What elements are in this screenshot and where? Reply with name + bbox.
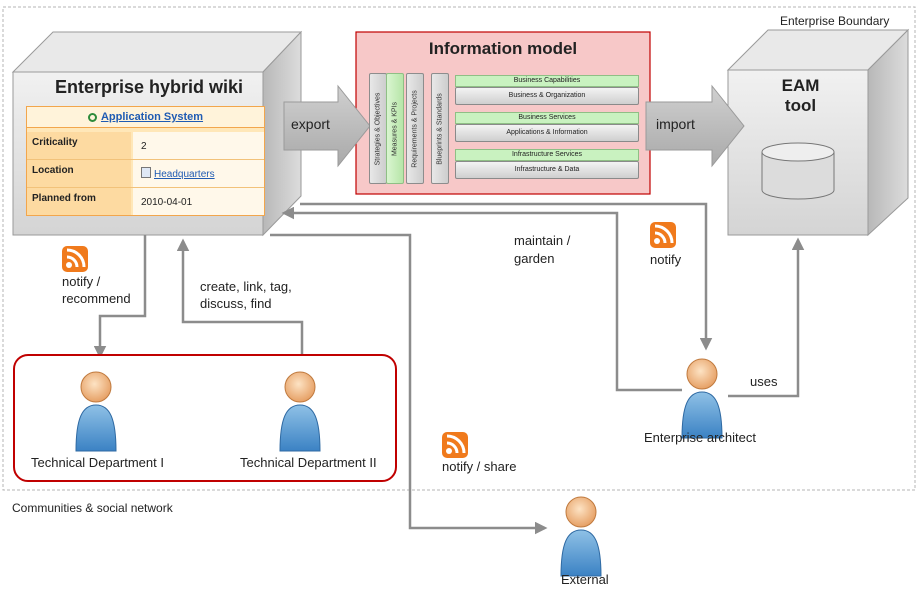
eam-title-line: tool <box>784 96 817 115</box>
wiki-header-label[interactable]: Application System <box>100 111 204 123</box>
enterprise-boundary <box>2 6 916 491</box>
model-column: Blueprints & Standards <box>431 73 449 184</box>
export-arrow <box>283 84 371 168</box>
maintain-label: maintain / <box>514 233 571 248</box>
external-label: External <box>561 572 609 587</box>
person-icon <box>560 496 602 577</box>
wiki-row: Location Headquarters <box>27 160 264 188</box>
wiki-row-value-link[interactable]: Headquarters <box>133 160 264 187</box>
export-label: export <box>291 116 330 132</box>
wiki-row-key: Location <box>27 160 131 187</box>
import-arrow <box>645 84 745 168</box>
wiki-row-key: Criticality <box>27 132 131 159</box>
model-layer-header: Business Services <box>455 112 639 124</box>
model-layer-body: Infrastructure & Data <box>455 161 639 179</box>
person-icon <box>681 358 723 439</box>
wiki-row-value: 2010-04-01 <box>133 188 264 215</box>
wiki-panel: Application System Criticality 2 Locatio… <box>26 106 265 216</box>
location-icon <box>141 167 151 178</box>
recommend-label: recommend <box>62 291 131 306</box>
eam-tool-title: EAM tool <box>733 76 868 116</box>
rss-icon <box>62 246 88 272</box>
maintain-garden-arrow <box>281 206 682 392</box>
garden-label: garden <box>514 251 555 266</box>
eam-title-line: EAM <box>781 76 820 95</box>
architect-notify-arrow <box>300 202 713 351</box>
database-icon <box>761 142 835 200</box>
model-column-label: Blueprints & Standards <box>436 92 444 165</box>
rss-icon <box>442 432 468 458</box>
create-label: create, link, tag, <box>200 279 292 294</box>
notify-recommend-arrow <box>93 235 147 359</box>
rss-icon <box>650 222 676 248</box>
wiki-location-value[interactable]: Headquarters <box>154 169 215 180</box>
communities-label: Communities & social network <box>12 501 173 515</box>
information-model-title: Information model <box>428 39 578 58</box>
person-icon <box>75 371 117 452</box>
model-layer-body: Business & Organization <box>455 87 639 105</box>
model-column: Measures & KPIs <box>386 73 404 184</box>
model-column-label: Measures & KPIs <box>391 101 399 156</box>
discuss-label: discuss, find <box>200 296 272 311</box>
dept2-label: Technical Department II <box>240 455 377 470</box>
notify-label: notify <box>650 252 682 267</box>
model-layer-header: Infrastructure Services <box>455 149 639 161</box>
model-layer-header: Business Capabilities <box>455 75 639 87</box>
model-layer-body: Applications & Information <box>455 124 639 142</box>
notify-recommend-label: notify / <box>62 274 101 289</box>
eam-box <box>726 28 910 237</box>
search-icon <box>87 113 97 122</box>
notify-share-label: notify / share <box>442 459 517 474</box>
model-column-label: Strategies & Objectives <box>374 92 382 165</box>
wiki-row-value: 2 <box>133 132 264 159</box>
uses-label: uses <box>750 374 778 389</box>
person-icon <box>279 371 321 452</box>
architect-label: Enterprise architect <box>644 430 756 445</box>
notify-share-arrow <box>270 233 548 535</box>
model-column-label: Requirements & Projects <box>411 89 419 168</box>
model-column: Strategies & Objectives <box>369 73 387 184</box>
create-link-arrow <box>176 238 304 360</box>
wiki-header[interactable]: Application System <box>27 107 264 128</box>
dept1-label: Technical Department I <box>31 455 164 470</box>
import-label: import <box>656 116 695 132</box>
enterprise-boundary-label: Enterprise Boundary <box>780 14 890 28</box>
wiki-row-key: Planned from <box>27 188 131 215</box>
wiki-row: Criticality 2 <box>27 132 264 160</box>
wiki-row: Planned from 2010-04-01 <box>27 188 264 215</box>
uses-arrow <box>728 237 805 398</box>
wiki-title: Enterprise hybrid wiki <box>54 77 244 97</box>
model-column: Requirements & Projects <box>406 73 424 184</box>
